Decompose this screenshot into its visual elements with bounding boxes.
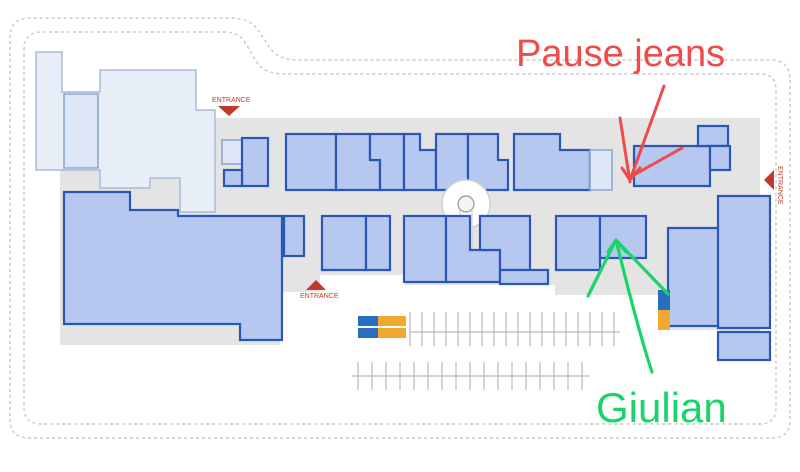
family-parking-icon — [378, 328, 406, 338]
parking-block-right — [658, 290, 670, 330]
accessible-parking-icon — [658, 290, 670, 300]
rotunda-icon — [457, 195, 475, 213]
entrance-marker-icon — [764, 170, 774, 190]
entrance-label: ENTRANCE — [212, 97, 251, 104]
store-cluster-west — [221, 136, 306, 258]
store-row-north — [284, 124, 732, 192]
entrance-marker-icon — [306, 280, 326, 290]
parking-lines — [352, 312, 620, 390]
entrance-label: ENTRANCE — [300, 293, 339, 300]
green-annotation: Giulian — [586, 238, 727, 431]
red-arrow-mark — [618, 84, 684, 184]
site-boundary-inner — [23, 31, 777, 425]
red-annotation: Pause jeans — [516, 33, 725, 184]
annotation-label-giulian: Giulian — [596, 384, 727, 431]
accessible-parking-icon — [368, 316, 378, 326]
anchor-building-north — [35, 51, 216, 213]
accessible-parking-icon — [368, 328, 378, 338]
annotation-label-pause-jeans: Pause jeans — [516, 33, 725, 75]
parking-block-left — [358, 316, 406, 338]
accessible-parking-icon — [358, 328, 368, 338]
family-parking-icon — [658, 310, 670, 330]
family-parking-icon — [378, 316, 406, 326]
site-boundary — [9, 17, 791, 439]
store-row-south — [320, 214, 648, 286]
entrance-north: ENTRANCE — [212, 97, 251, 116]
entrance-marker-icon — [218, 106, 240, 116]
entrance-south: ENTRANCE — [300, 280, 339, 300]
entrance-east: ENTRANCE — [764, 166, 783, 205]
accessible-parking-icon — [358, 316, 368, 326]
anchor-store-west — [62, 190, 284, 342]
accessible-parking-icon — [658, 300, 670, 310]
entrance-label: ENTRANCE — [776, 166, 783, 205]
green-arrow-mark — [586, 238, 670, 374]
